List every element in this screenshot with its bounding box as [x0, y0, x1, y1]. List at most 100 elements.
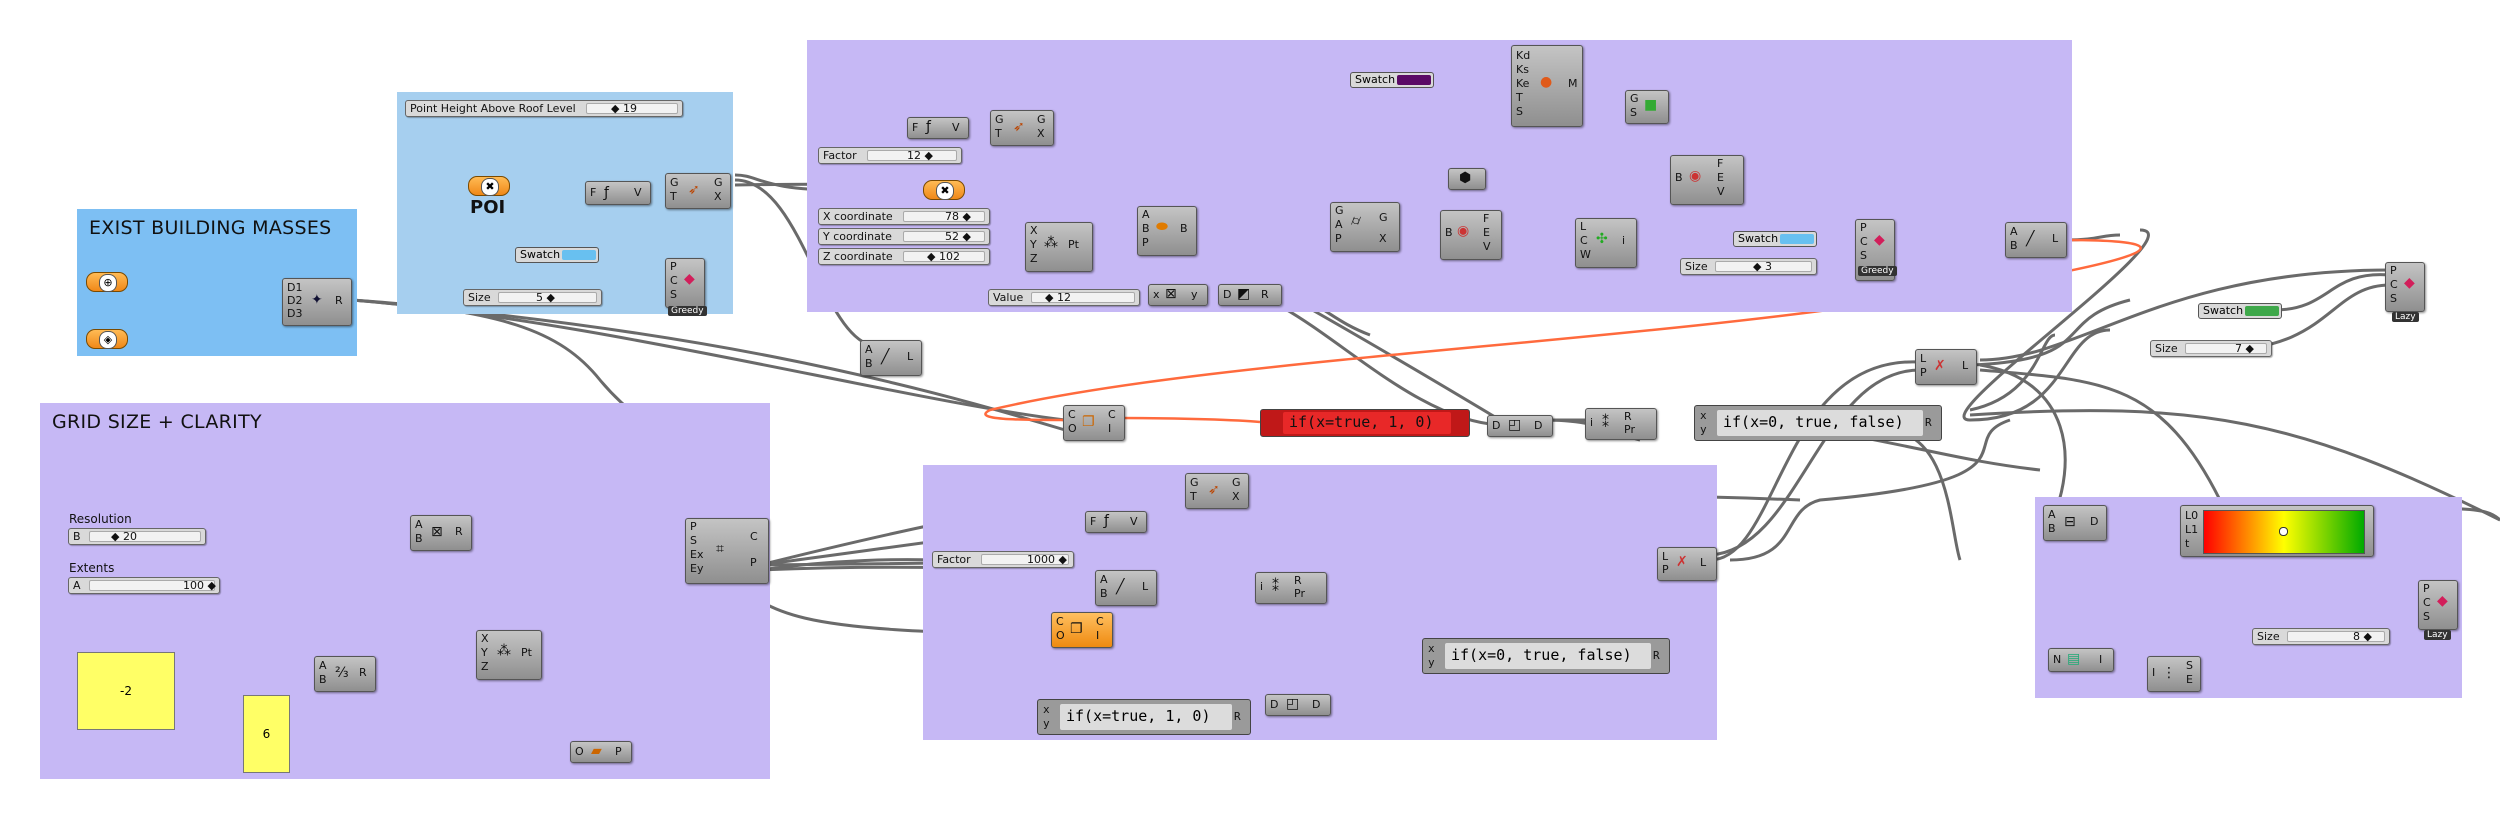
pin-kd[interactable]: Kd [1516, 49, 1531, 62]
pin-a[interactable]: A [1142, 208, 1150, 221]
pin-v[interactable]: V [1483, 240, 1491, 253]
pin-t[interactable]: T [670, 190, 677, 203]
deconstruct-plane[interactable]: B ◉ F E V [1440, 210, 1502, 260]
pin-p[interactable]: P [1142, 236, 1149, 249]
pin-l-out[interactable]: L [1700, 556, 1707, 569]
gradient-midpoint[interactable] [2279, 527, 2288, 536]
pin-x[interactable]: x [1700, 409, 1707, 422]
plane-origin-component[interactable]: O ▰ P [570, 741, 632, 763]
pin-x[interactable]: x [1153, 288, 1160, 301]
pin-i[interactable]: i [1590, 416, 1594, 429]
pin-d2[interactable]: D2 [287, 294, 303, 307]
geometry-param[interactable]: ◈ [86, 329, 128, 349]
pin-s[interactable]: S [1630, 106, 1637, 119]
pin-l[interactable]: L [1920, 352, 1927, 365]
pin-pt[interactable]: Pt [1068, 238, 1079, 251]
series-component[interactable]: I ⋮ S E [2147, 656, 2201, 692]
size-slider-right-top[interactable]: Size 7 ◆ [2150, 340, 2272, 357]
move-component-mid[interactable]: G T ➶ G X [1185, 473, 1249, 509]
pin-r[interactable]: R [1294, 574, 1302, 587]
size-slider-top[interactable]: Size ◆ 3 [1680, 258, 1817, 275]
slider-track[interactable] [1715, 261, 1812, 272]
pin-v[interactable]: V [1130, 515, 1138, 528]
expression-red-if[interactable]: if(x=true, 1, 0) [1260, 409, 1470, 437]
rectangle-grid[interactable]: P S Ex Ey ⌗ C P [685, 518, 769, 584]
pin-i[interactable]: I [2152, 666, 2156, 679]
move-component-top[interactable]: G T ➶ G X [990, 110, 1054, 146]
pin-x[interactable]: X [1037, 127, 1045, 140]
pin-b[interactable]: B [1445, 226, 1453, 239]
pin-b[interactable]: B [1100, 587, 1108, 600]
pin-d[interactable]: D [1270, 698, 1279, 711]
pin-r[interactable]: R [335, 294, 343, 307]
extents-slider[interactable]: A 100 ◆ [68, 577, 220, 594]
merge-component[interactable]: D1 D2 D3 ✦ R [282, 278, 352, 326]
pin-t[interactable]: t [2185, 537, 2190, 550]
pin-v[interactable]: V [1717, 185, 1725, 198]
pin-a[interactable]: A [865, 343, 873, 356]
pin-b[interactable]: B [1675, 171, 1683, 184]
pin-s[interactable]: S [1516, 105, 1523, 118]
value-slider[interactable]: Value ◆ 12 [988, 289, 1140, 306]
pin-c[interactable]: C [1056, 615, 1064, 628]
random-component-mid[interactable]: i ⁑ R Pr [1255, 572, 1327, 604]
collision-component-mid[interactable]: C O ❐ C I [1051, 612, 1113, 648]
panel-six[interactable]: 6 [243, 695, 290, 773]
multiply-component-grid[interactable]: A B ⊠ R [410, 515, 472, 551]
pin-y[interactable]: Y [481, 646, 488, 659]
pin-p[interactable]: P [1335, 232, 1342, 245]
pin-f[interactable]: F [912, 121, 919, 134]
pin-l1[interactable]: L1 [2185, 523, 2199, 536]
fx-component-top[interactable]: F ƒ V [907, 117, 969, 139]
pin-v[interactable]: V [634, 186, 642, 199]
poi-point-param[interactable]: ✖ [468, 176, 510, 196]
pin-t[interactable]: T [1190, 490, 1197, 503]
pin-s[interactable]: S [2390, 292, 2397, 305]
preview-component[interactable]: P C S ◆ [665, 258, 705, 308]
pin-g[interactable]: G [1190, 476, 1199, 489]
pin-e[interactable]: E [1483, 226, 1490, 239]
preview-component-right[interactable]: P C S ◆ [2418, 580, 2458, 630]
pin-d[interactable]: D [1223, 288, 1232, 301]
pin-x[interactable]: x [1043, 703, 1050, 716]
pin-x[interactable]: X [1030, 224, 1038, 237]
pin-p[interactable]: P [1920, 366, 1927, 379]
pin-a[interactable]: A [2048, 508, 2056, 521]
pin-l[interactable]: L [1662, 550, 1669, 563]
division-component[interactable]: A B ⅔ R [314, 656, 376, 692]
slider-track[interactable] [903, 211, 985, 222]
pin-l[interactable]: L [1142, 580, 1149, 593]
line-component-right[interactable]: L P ✗ L [1915, 349, 1977, 385]
point-height-slider[interactable]: Point Height Above Roof Level ◆ 19 [405, 100, 683, 117]
pin-pr[interactable]: Pr [1624, 423, 1635, 436]
pin-v[interactable]: V [952, 121, 960, 134]
pin-p[interactable]: P [615, 745, 622, 758]
pin-s[interactable]: S [2186, 659, 2193, 672]
pin-l[interactable]: L [2052, 232, 2059, 245]
pin-r[interactable]: R [359, 666, 367, 679]
brep-param[interactable]: ⊕ [86, 272, 128, 292]
project-component[interactable]: G A P ⌭ G X [1330, 202, 1400, 252]
cull-component[interactable]: C O ❐ C I [1063, 405, 1125, 441]
line-component-mid[interactable]: A B ╱ L [1095, 570, 1157, 606]
evaluate-component[interactable]: B ◉ F E V [1670, 155, 1744, 205]
pin-g[interactable]: G [1630, 92, 1639, 105]
pin-ey[interactable]: Ey [690, 562, 704, 575]
pin-b[interactable]: B [1142, 222, 1150, 235]
slider-track[interactable] [1031, 292, 1135, 303]
pin-p[interactable]: P [2390, 264, 2397, 277]
pin-x[interactable]: X [1232, 490, 1240, 503]
slider-track[interactable] [2287, 631, 2385, 642]
pin-c-out[interactable]: C [1096, 615, 1104, 628]
pin-c[interactable]: C [1580, 234, 1588, 247]
pin-c[interactable]: C [1860, 235, 1868, 248]
gradient-component[interactable]: L0 L1 t [2180, 505, 2374, 557]
closest-line-mid[interactable]: L P ✗ L [1657, 547, 1717, 581]
slider-track[interactable] [981, 554, 1069, 565]
pin-g[interactable]: G [670, 176, 679, 189]
pin-ke[interactable]: Ke [1516, 77, 1530, 90]
resolution-slider[interactable]: B ◆ 20 [68, 528, 206, 545]
pin-ks[interactable]: Ks [1516, 63, 1529, 76]
pin-g-out[interactable]: G [1232, 476, 1241, 489]
slider-track[interactable] [89, 531, 201, 542]
